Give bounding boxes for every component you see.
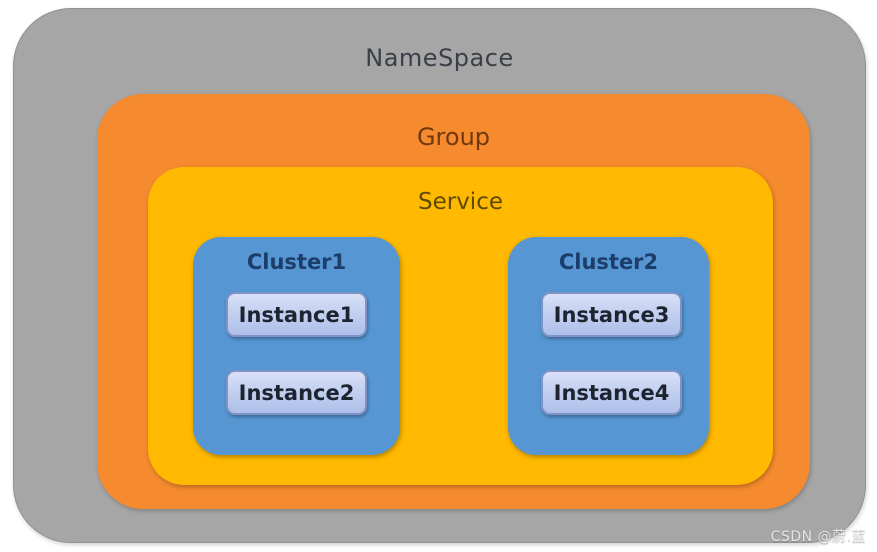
- cluster1-label: Cluster1: [246, 250, 347, 274]
- instance4-box: Instance4: [541, 370, 682, 415]
- watermark: CSDN @蔚.蓝: [770, 529, 866, 545]
- instance1-box: Instance1: [226, 292, 367, 337]
- cluster2-label: Cluster2: [558, 250, 659, 274]
- instance4-label: Instance4: [553, 380, 670, 405]
- instance3-box: Instance3: [541, 292, 682, 337]
- namespace-label: NameSpace: [365, 44, 514, 72]
- cluster2-box: Cluster2 Instance3 Instance4: [508, 237, 709, 455]
- instance2-label: Instance2: [238, 380, 355, 405]
- instance1-label: Instance1: [238, 302, 355, 327]
- service-box: Service Cluster1 Instance1 Instance2 Clu…: [148, 167, 773, 485]
- service-label: Service: [417, 189, 503, 215]
- group-box: Group Service Cluster1 Instance1 Instanc…: [97, 94, 810, 509]
- group-label: Group: [416, 123, 491, 151]
- instance2-box: Instance2: [226, 370, 367, 415]
- namespace-box: NameSpace Group Service Cluster1 Instanc…: [13, 8, 866, 543]
- instance3-label: Instance3: [553, 302, 670, 327]
- cluster1-box: Cluster1 Instance1 Instance2: [193, 237, 400, 455]
